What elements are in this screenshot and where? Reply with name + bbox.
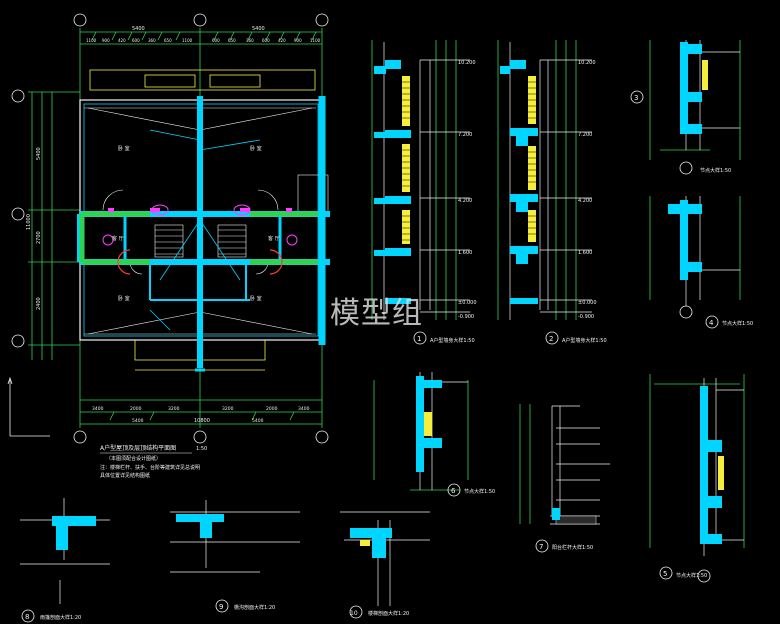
detail-caption: 雨篷剖面大样1:20 (40, 614, 81, 621)
elevation-label: 4.200 (458, 198, 472, 204)
detail-5: 5 节点大样1:50 (649, 374, 745, 583)
detail-caption: 阳台栏杆大样1:50 (552, 544, 593, 551)
detail-caption: 节点大样1:50 (676, 572, 707, 579)
bottom-dimension: 3400 (298, 406, 310, 412)
detail-caption: 檐沟剖面大样1:20 (234, 604, 275, 611)
top-dimension: 650 (228, 38, 236, 43)
plan-note: 具体位置详见结构图纸 (100, 472, 150, 479)
plan-title: A户型屋顶及层顶结构平面图 (100, 444, 176, 452)
top-dimension: 600 (212, 38, 220, 43)
detail-caption: 节点大样1:50 (464, 488, 495, 495)
section-tag: 1 (417, 335, 421, 343)
detail-8: 8 雨篷剖面大样1:20 (20, 498, 110, 623)
detail-tag: 6 (451, 487, 456, 495)
beam-lines (77, 96, 330, 372)
column-markers (102, 204, 298, 275)
wall-section-1: 10.200 7.200 4.200 1.600 ±0.000 -0.900 1… (371, 40, 477, 345)
floor-plan (7, 13, 330, 444)
room-label: 客 厅 (268, 235, 280, 242)
detail-9: 9 檐沟剖面大样1:20 (170, 500, 300, 613)
green-beams (79, 211, 318, 265)
detail-tag: 7 (539, 543, 543, 551)
top-dimension: 1100 (310, 38, 321, 43)
elevation-label: 10.200 (578, 60, 596, 66)
plan-title-block: A户型屋顶及层顶结构平面图 1:50 （本图须配合设计图纸） 注：楼梯栏杆、扶手… (100, 444, 207, 479)
top-dimension: 600 (132, 38, 140, 43)
elevation-label: 1.600 (458, 250, 472, 256)
top-dimension: 1100 (182, 38, 193, 43)
detail-6: 6 节点大样1:50 (373, 372, 495, 497)
elevation-label: -0.900 (458, 314, 474, 320)
top-dimension: 1100 (86, 38, 97, 43)
elevation-label: 7.200 (458, 132, 472, 138)
elevation-label: ±0.000 (458, 300, 477, 306)
elevation-label: ±0.000 (578, 300, 597, 306)
detail-tag: 5 (663, 570, 667, 578)
left-dimension: 5400 (36, 147, 42, 160)
left-dimension: 2400 (36, 297, 42, 310)
room-label: 卧 室 (118, 295, 130, 302)
detail-4: 4 节点大样1:50 (649, 196, 753, 329)
detail-tag: 3 (634, 94, 638, 102)
detail-caption: 楼梯剖面大样1:20 (368, 610, 409, 617)
elevation-label: 1.600 (578, 250, 592, 256)
section-tag: 2 (549, 335, 553, 343)
room-label: 卧 室 (250, 145, 262, 152)
detail-10: 10 楼梯剖面大样1:20 (340, 511, 430, 619)
overall-dimension: 5400 (252, 26, 265, 32)
detail-tag: 10 (350, 610, 358, 617)
top-dimension: 900 (294, 38, 302, 43)
bottom-dimension: 3200 (222, 406, 234, 412)
wall-section-2: 10.200 7.200 4.200 1.600 ±0.000 -0.900 2… (497, 40, 607, 345)
detail-tag: 8 (25, 613, 29, 621)
detail-tag: 4 (709, 319, 714, 327)
top-dimension: 420 (118, 38, 126, 43)
plan-title-scale: 1:50 (196, 446, 207, 452)
room-label: 客 厅 (112, 235, 124, 242)
detail-3: 3 节点大样1:50 (630, 40, 741, 175)
overall-dimension: 5400 (132, 26, 145, 32)
left-total-dimension: 11000 (26, 214, 32, 230)
bottom-dimension: 3400 (92, 406, 104, 412)
left-dimension: 2700 (36, 231, 42, 244)
plan-room-labels: 卧 室 卧 室 卧 室 卧 室 客 厅 客 厅 (112, 145, 280, 302)
bottom-dimension: 3200 (168, 406, 180, 412)
elevation-label: 4.200 (578, 198, 592, 204)
top-dimension: 360 (246, 38, 254, 43)
axis-bubbles (11, 13, 329, 444)
watermark-text: 模型组 (330, 296, 423, 331)
detail-caption: 节点大样1:50 (722, 320, 753, 327)
top-dimension: 650 (164, 38, 172, 43)
section-caption: A户型墙身大样1:50 (562, 337, 607, 344)
top-dimension: 900 (102, 38, 110, 43)
detail-caption: 节点大样1:50 (700, 167, 731, 174)
elevation-label: 7.200 (578, 132, 592, 138)
plan-note: 注：楼梯栏杆、扶手、台阶等建筑详见总说明 (100, 464, 200, 471)
bottom-dimension: 2000 (266, 406, 278, 412)
bottom-dimension: 2000 (130, 406, 142, 412)
room-label: 卧 室 (250, 295, 262, 302)
overall-dimension: 5400 (132, 418, 144, 424)
detail-7: 7 阳台栏杆大样1:50 (519, 404, 610, 553)
plan-note: （本图须配合设计图纸） (106, 455, 161, 462)
top-dimension: 360 (148, 38, 156, 43)
detail-tag: 9 (219, 603, 223, 611)
bottom-total-dimension: 10800 (194, 418, 210, 424)
room-label: 卧 室 (118, 145, 130, 152)
elevation-label: 10.200 (458, 60, 476, 66)
section-caption: A户型墙身大样1:50 (430, 337, 475, 344)
orientation-arrow (7, 376, 50, 437)
top-dimension: 420 (278, 38, 286, 43)
elevation-label: -0.900 (578, 314, 594, 320)
top-dimension: 600 (262, 38, 270, 43)
plan-dimension-lines (28, 28, 323, 428)
leader-lines (149, 129, 261, 331)
overall-dimension: 5400 (252, 418, 264, 424)
